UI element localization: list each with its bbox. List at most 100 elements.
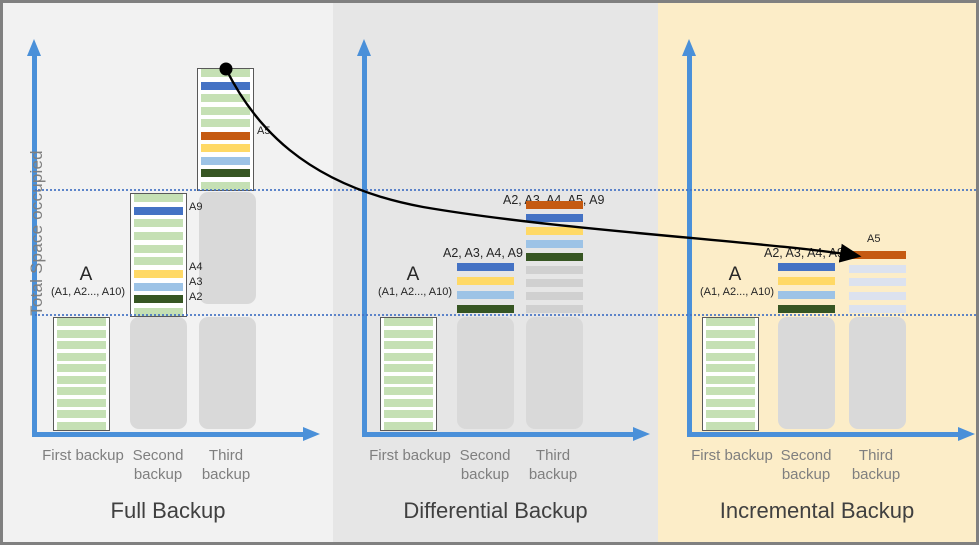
- bar-segment-light-green: [706, 352, 755, 361]
- bar-segment-light-green: [134, 307, 183, 316]
- bar-segment-dark-green: [457, 305, 514, 313]
- bar-segment-light-green: [57, 421, 106, 430]
- ghost-block: [130, 317, 187, 429]
- bar-segment-orange: [526, 201, 583, 209]
- x-tick-first-backup: First backup: [41, 446, 125, 465]
- segment-label-a5: A5: [867, 233, 881, 245]
- bar-segment-light-blue: [526, 240, 583, 248]
- bar-segment-light-green: [384, 352, 433, 361]
- bar-segment-light-green: [384, 318, 433, 326]
- bar-segment-dark-green: [526, 253, 583, 261]
- bar-segment-light-green: [201, 119, 250, 128]
- bar-segment-blue: [778, 263, 835, 271]
- x-tick-label: Second backup: [132, 447, 184, 483]
- segment-label-a4: A4: [189, 261, 203, 273]
- gridline-upper: [35, 189, 976, 191]
- bar-segment-light-green: [706, 398, 755, 407]
- ghost-block: [526, 317, 583, 429]
- bar-segment-light-green: [706, 329, 755, 338]
- bar-segment-light-green: [706, 421, 755, 430]
- bar-segment-blue: [201, 81, 250, 90]
- bar-segment-light-green: [706, 318, 755, 326]
- segment-label-a3: A3: [189, 276, 203, 288]
- y-axis: [682, 39, 696, 437]
- bar-segment-light-green: [134, 219, 183, 228]
- bar-segment-yellow: [526, 227, 583, 235]
- x-tick-label: First backup: [369, 447, 451, 464]
- bar-segment-light-green: [706, 387, 755, 396]
- second-backup-bar: [778, 263, 835, 313]
- dataset-a-label: A (A1, A2..., A10): [378, 264, 452, 299]
- first-backup-bar: [702, 317, 759, 431]
- bar-segment-blue: [457, 263, 514, 271]
- panel-title-full-backup: Full Backup: [110, 498, 226, 523]
- ghost-block: [457, 317, 514, 429]
- bar-segment-light-green: [57, 387, 106, 396]
- x-tick-label: Third backup: [201, 447, 251, 483]
- bar-segment-light-blue: [134, 282, 183, 291]
- bar-segment-light-green: [134, 194, 183, 202]
- second-backup-bar: [130, 193, 187, 317]
- bar-segment-light-green: [384, 329, 433, 338]
- bar-segment-dark-green: [201, 169, 250, 178]
- x-tick-label: Second backup: [780, 447, 832, 483]
- bar-segment-gray-blue: [849, 291, 906, 300]
- bar-segment-light-green: [57, 398, 106, 407]
- gridline-lower: [35, 314, 976, 316]
- bar-segment-dark-green: [778, 305, 835, 313]
- x-tick-label: Third backup: [851, 447, 901, 483]
- ghost-block: [778, 317, 835, 429]
- bar-segment-gray: [526, 305, 583, 313]
- second-backup-bar: [457, 263, 514, 313]
- x-tick-second-backup: Second backup: [764, 446, 848, 484]
- bar-segment-orange: [201, 131, 250, 140]
- segment-label-a2: A2: [189, 291, 203, 303]
- x-tick-third-backup: Third backup: [184, 446, 268, 484]
- bar-segment-light-green: [384, 375, 433, 384]
- bar-segment-gray-blue: [849, 305, 906, 313]
- bar-segment-light-green: [706, 341, 755, 350]
- bar-segment-light-green: [57, 375, 106, 384]
- bar-segment-light-green: [384, 341, 433, 350]
- y-axis: [27, 39, 41, 437]
- bar-segment-light-green: [57, 329, 106, 338]
- panel-differential-backup: A (A1, A2..., A10) A2, A3, A4, A9 A2, A3…: [333, 3, 658, 542]
- bar-segment-yellow: [457, 277, 514, 285]
- bar-segment-light-blue: [201, 156, 250, 165]
- bar-segment-yellow: [778, 277, 835, 285]
- bar-segment-light-green: [134, 231, 183, 240]
- ghost-block: [849, 317, 906, 429]
- x-tick-third-backup: Third backup: [511, 446, 595, 484]
- bar-segment-light-green: [57, 410, 106, 419]
- bar-segment-blue: [526, 214, 583, 222]
- x-tick-label: Second backup: [459, 447, 511, 483]
- x-axis: [687, 427, 975, 441]
- bar-segment-light-green: [134, 257, 183, 266]
- bar-segment-light-green: [57, 341, 106, 350]
- bar-segment-blue: [134, 206, 183, 215]
- group-label-second-backup: A2, A3, A4, A9: [764, 246, 844, 260]
- x-tick-label: First backup: [42, 447, 124, 464]
- bar-segment-light-blue: [778, 291, 835, 299]
- bar-segment-light-green: [134, 244, 183, 253]
- bar-segment-gray-blue: [849, 278, 906, 286]
- x-axis: [32, 427, 320, 441]
- ghost-block: [199, 192, 256, 304]
- bar-segment-gray: [526, 292, 583, 300]
- first-backup-bar: [53, 317, 110, 431]
- group-label-second-backup: A2, A3, A4, A9: [443, 246, 523, 260]
- bar-segment-light-green: [201, 94, 250, 103]
- dataset-a-label: A (A1, A2..., A10): [700, 264, 774, 299]
- bar-segment-orange: [849, 251, 906, 259]
- ghost-block: [199, 317, 256, 429]
- bar-segment-yellow: [201, 144, 250, 153]
- panel-incremental-backup: A (A1, A2..., A10) A2, A3, A4, A9 A5 Fir…: [658, 3, 976, 542]
- bar-segment-light-green: [384, 398, 433, 407]
- y-axis-label: Total Space occupied: [27, 150, 46, 316]
- bar-segment-light-green: [706, 410, 755, 419]
- x-tick-third-backup: Third backup: [834, 446, 918, 484]
- bar-segment-light-green: [201, 106, 250, 115]
- x-axis: [362, 427, 650, 441]
- segment-label-a5: A5: [257, 125, 271, 137]
